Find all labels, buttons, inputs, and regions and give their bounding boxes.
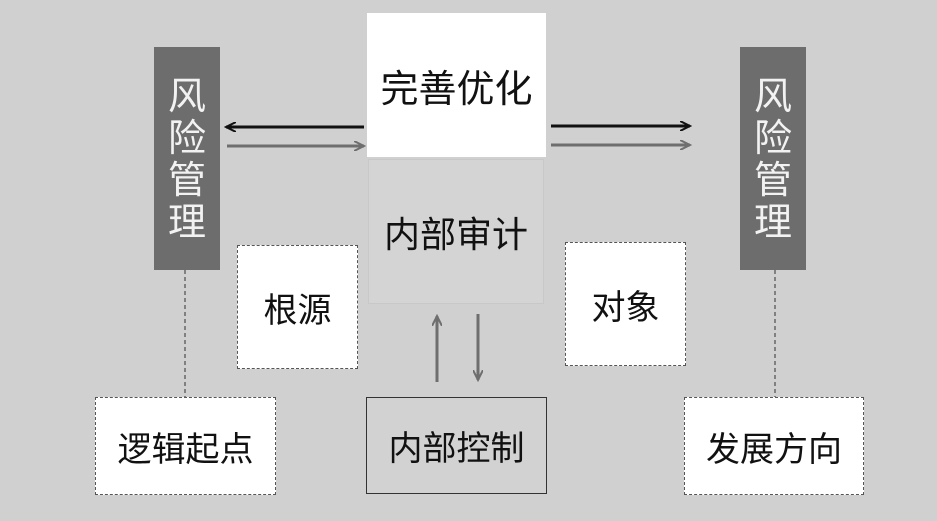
left-bar-char: 险 — [167, 115, 206, 160]
improve-optimize-box: 完善优化 — [367, 13, 546, 157]
internal-audit-label: 内部审计 — [383, 214, 528, 256]
right-bar-char: 管 — [753, 157, 792, 202]
right-bar-char: 险 — [753, 115, 792, 160]
left-bar-char: 风 — [167, 73, 206, 118]
internal-control-label: 内部控制 — [388, 429, 525, 469]
development-direction-box: 发展方向 — [684, 397, 864, 495]
left-bar-char: 理 — [167, 199, 206, 244]
object-label: 对象 — [591, 287, 660, 328]
right-risk-management-bar: 风 险 管 理 — [740, 47, 806, 270]
improve-optimize-label: 完善优化 — [380, 66, 533, 111]
root-label: 根源 — [263, 290, 332, 331]
internal-control-box: 内部控制 — [366, 397, 547, 494]
right-bar-char: 理 — [753, 199, 792, 244]
object-box: 对象 — [565, 242, 686, 366]
left-risk-management-bar: 风 险 管 理 — [154, 47, 220, 270]
logical-start-label: 逻辑起点 — [117, 429, 254, 470]
right-bar-char: 风 — [753, 73, 792, 118]
internal-audit-box: 内部审计 — [368, 159, 544, 304]
root-box: 根源 — [237, 245, 358, 369]
development-direction-label: 发展方向 — [706, 429, 842, 470]
left-bar-char: 管 — [167, 157, 206, 202]
logical-start-box: 逻辑起点 — [95, 397, 276, 495]
